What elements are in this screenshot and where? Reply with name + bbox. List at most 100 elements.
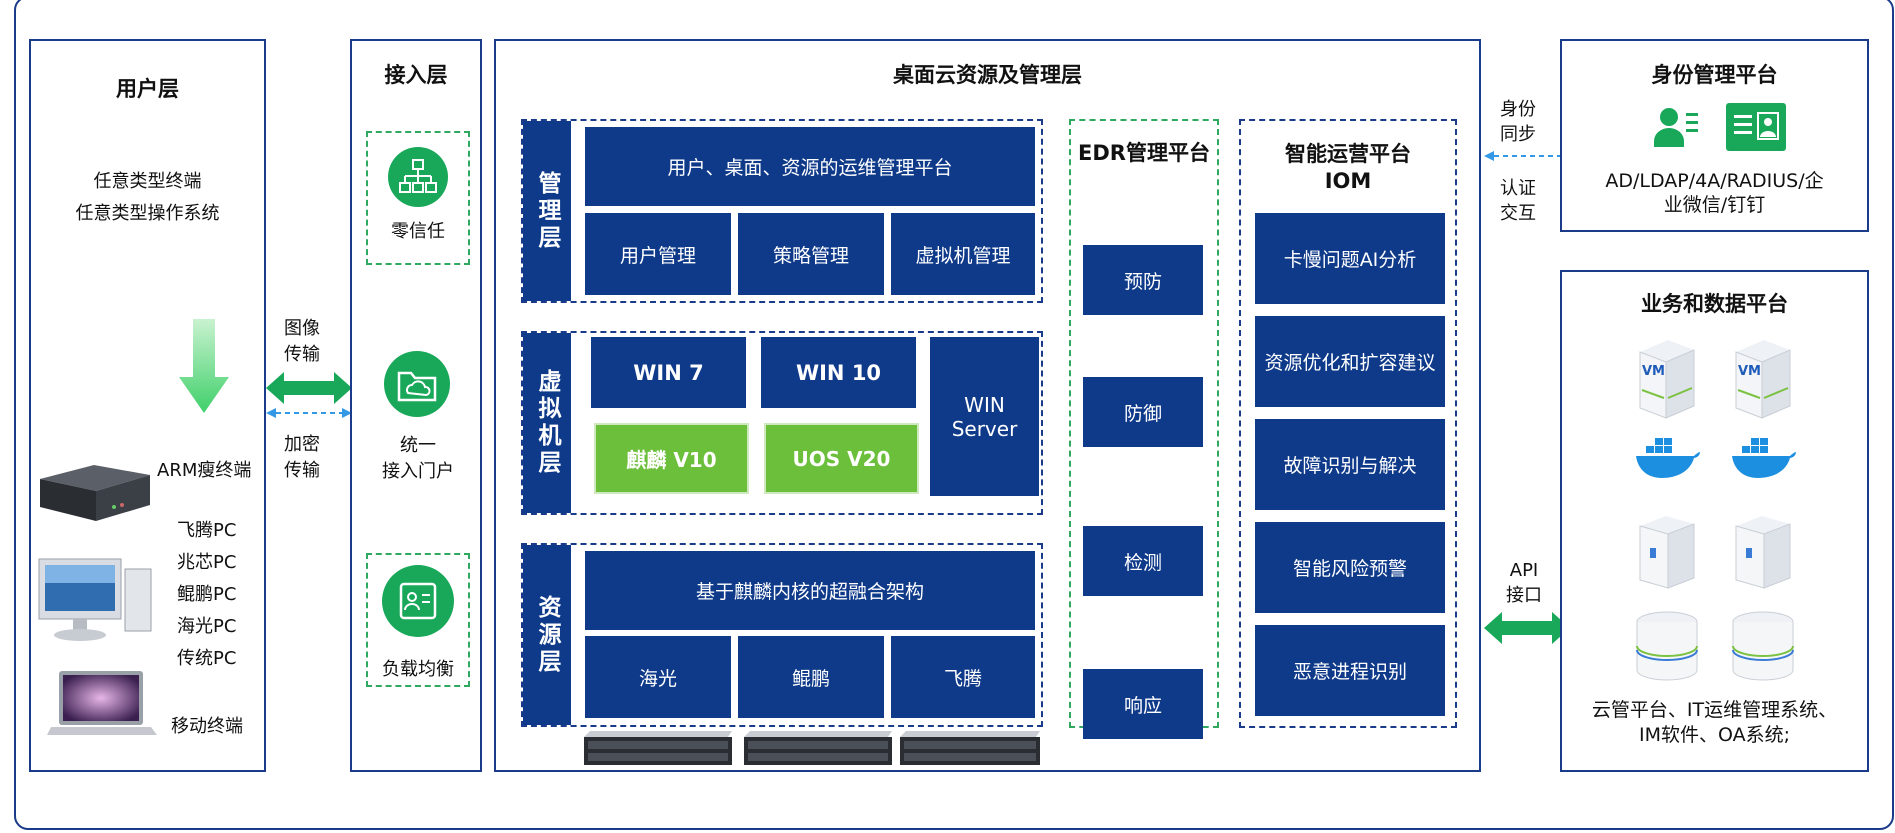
arrow-down-icon [179,319,229,413]
arm-terminal-label: ARM瘦终端 [157,460,252,481]
database-icon [1732,611,1794,681]
uos-v20-block: UOS V20 [764,423,919,494]
identity-sync-label: 身份 同步 [1500,97,1536,147]
identity-desc-line1: AD/LDAP/4A/RADIUS/企 [1605,170,1824,192]
iom-risk-block: 智能风险预警 [1255,522,1445,613]
auth-interact-line1: 认证 [1500,178,1536,199]
desktop-cloud-title: 桌面云资源及管理层 [893,63,1082,87]
api-label: API 接口 [1506,558,1542,608]
identity-sync-line2: 同步 [1500,124,1536,145]
laptop-icon [47,671,157,735]
edr-panel: EDR管理平台 预防 防御 检测 响应 [1069,119,1219,739]
api-line1: API [1509,560,1539,581]
vm-cube-1: VM [1636,338,1698,420]
business-desc-line2: IM软件、OA系统; [1638,724,1791,746]
double-arrow-icon [266,372,352,404]
user-profile-icon [1654,108,1698,147]
encrypt-transfer-line1: 加密 [284,434,320,455]
identity-title: 身份管理平台 [1651,63,1778,87]
iom-panel: 智能运营平台 IOM 卡慢问题AI分析 资源优化和扩容建议 故障识别与解决 智能… [1239,119,1457,728]
desktop-pc-icon [38,558,152,641]
kunpeng-block: 鲲鹏 [738,636,884,718]
pc-item-feiteng: 飞腾PC [177,520,237,541]
tower-server-icon [1735,516,1791,589]
win-server-line2: Server [951,416,1018,441]
iom-resource-opt-block: 资源优化和扩容建议 [1255,316,1445,407]
iom-malware-block: 恶意进程识别 [1255,625,1445,716]
policy-mgmt-block: 策略管理 [738,213,884,295]
pc-item-traditional: 传统PC [177,648,237,669]
encrypt-transfer-label: 加密 传输 [284,432,320,484]
load-balance-label: 负载均衡 [382,659,454,680]
edr-detect-block: 检测 [1083,526,1203,596]
id-card-icon [399,582,437,620]
win-server-line1: WIN [964,392,1005,417]
zero-trust-label: 零信任 [391,221,445,242]
auth-interact-line2: 交互 [1500,203,1536,224]
vm-cube-icon [1639,340,1695,419]
docker-icon [1636,438,1700,478]
iom-title-line2: IOM [1324,169,1372,193]
image-transfer-line2: 传输 [284,344,320,365]
user-layer-line1: 任意类型终端 [93,171,202,192]
business-desc-line1: 云管平台、IT运维管理系统、 [1591,699,1838,721]
access-layer-panel: 接入层 零信任 统一 接入门户 负载均衡 [350,39,482,772]
iom-title: 智能运营平台 IOM [1241,141,1455,195]
resource-layer-box [521,543,1043,727]
pc-item-kunpeng: 鲲鹏PC [177,584,237,605]
docker-icon [1732,438,1796,478]
iom-ai-analysis-block: 卡慢问题AI分析 [1255,213,1445,304]
identity-panel: 身份管理平台 AD/LDAP/4A/RADIUS/企 业微信/钉钉 [1560,39,1869,232]
user-layer-title: 用户层 [116,77,179,101]
vm-layer-box [521,331,1043,515]
id-card-icon [1726,103,1786,151]
user-layer-panel: 用户层 任意类型终端 任意类型操作系统 ARM瘦终端 飞腾PC 兆芯PC 鲲鹏P… [29,39,266,772]
business-panel: 业务和数据平台 VM VM [1560,270,1869,772]
edr-title: EDR管理平台 [1078,141,1210,165]
pc-list: 飞腾PC 兆芯PC 鲲鹏PC 海光PC 传统PC [177,515,236,675]
vm-layer-label: 虚拟机层 [523,333,571,513]
auth-interact-label: 认证 交互 [1500,176,1536,226]
pc-item-zhaoxin: 兆芯PC [177,552,237,573]
win7-block: WIN 7 [591,337,746,408]
vm-badge-2: VM [1738,364,1761,379]
user-mgmt-block: 用户管理 [585,213,731,295]
folder-cloud-icon [397,371,437,402]
win10-block: WIN 10 [761,337,916,408]
mgmt-layer-label: 管理层 [523,121,571,301]
unified-portal-box: 统一 接入门户 [366,347,470,487]
mobile-terminal-label: 移动终端 [171,716,243,737]
vm-cube-icon [1735,340,1791,419]
resource-layer-label: 资源层 [523,545,571,725]
mgmt-layer-box [521,119,1043,303]
access-layer-title: 接入层 [384,63,448,87]
thin-terminal-icon [40,465,150,521]
dashed-double-arrow-icon [266,408,352,418]
hci-arch-block: 基于麒麟内核的超融合架构 [585,551,1035,630]
encrypt-transfer-line2: 传输 [284,460,320,481]
edr-respond-block: 响应 [1083,669,1203,739]
kylin-v10-block: 麒麟 V10 [594,423,749,494]
image-transfer-line1: 图像 [284,318,320,339]
double-arrow-icon [1484,612,1570,644]
user-layer-line2: 任意类型操作系统 [75,203,220,224]
zero-trust-box: 零信任 [366,131,470,265]
load-balance-box: 负载均衡 [366,553,470,687]
desktop-cloud-panel: 桌面云资源及管理层 管理层 用户、桌面、资源的运维管理平台 用户管理 策略管理 … [494,39,1481,772]
identity-sync-line1: 身份 [1500,99,1536,120]
org-chart-icon [399,159,437,193]
edr-prevent-block: 预防 [1083,245,1203,315]
win-server-block: WIN Server [930,337,1039,496]
database-icon [1636,611,1698,681]
tower-server-icon [1639,516,1695,589]
edr-defend-block: 防御 [1083,377,1203,447]
unified-portal-line2: 接入门户 [382,461,454,482]
dashed-double-arrow-icon [1484,151,1570,161]
vm-badge-1: VM [1642,364,1665,379]
api-line2: 接口 [1506,585,1542,606]
ops-platform-block: 用户、桌面、资源的运维管理平台 [585,127,1035,206]
server-rack-icon [584,731,1040,765]
iom-fault-block: 故障识别与解决 [1255,419,1445,510]
feiteng-block: 飞腾 [891,636,1035,718]
haiguang-block: 海光 [585,636,731,718]
